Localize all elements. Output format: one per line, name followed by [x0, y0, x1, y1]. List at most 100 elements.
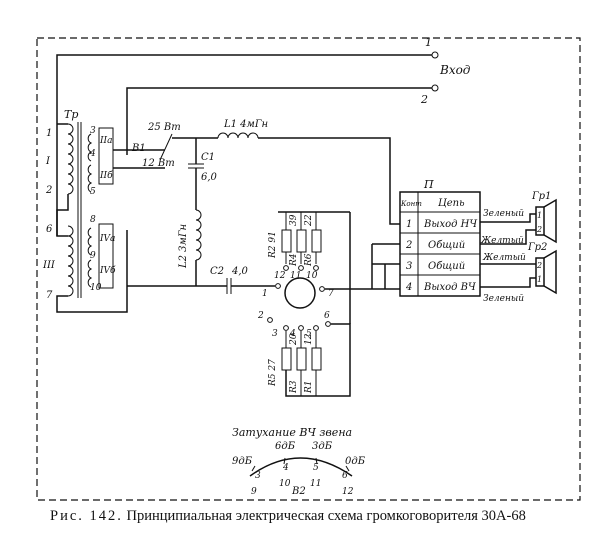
secondary-pin-4: 4	[89, 149, 96, 159]
capacitor-c2-value: 4,0	[231, 266, 249, 277]
input-terminal-2: 2	[420, 93, 428, 106]
winding-IIa: IIа	[99, 136, 112, 146]
upper-contact-10: 10	[306, 271, 318, 281]
inductor-l2: L2 3мГн	[178, 209, 202, 286]
input-terminal-1: 1	[425, 36, 432, 49]
attenuation-switch-b2: В2	[291, 486, 306, 497]
capacitor-c2-name: С2	[210, 266, 224, 277]
caption-text: Принципиальная электрическая схема громк…	[122, 508, 526, 524]
attenuation-pin-11: 11	[310, 479, 321, 489]
panel-header-contact: Конт	[400, 200, 422, 208]
attenuation-pin-4: 4	[282, 463, 289, 473]
panel-row-3-num: 3	[406, 261, 412, 272]
lower-contact-5: 5	[306, 329, 312, 339]
lower-contact-2: 2	[257, 311, 264, 321]
upper-resistor-bank: R2 91 R4 39 R6 22 12 11 10	[268, 211, 351, 287]
attenuation-pin-10: 10	[279, 479, 291, 489]
attenuation-pin-9: 9	[251, 487, 257, 497]
speaker-gr1-pin-1: 1	[537, 211, 542, 220]
speaker-gr2-label: Гр2	[527, 242, 547, 253]
attenuation-pin-5: 5	[313, 463, 319, 473]
speaker-gr1-pin-2: 2	[536, 225, 542, 234]
attenuation-3db: 3дБ	[312, 441, 333, 452]
speaker-gr1-label: Гр1	[531, 191, 551, 202]
enclosure-border	[36, 37, 581, 501]
speaker-wires: Зеленый Желтый Желтый Зеленый	[480, 209, 536, 304]
secondary-pin-8: 8	[90, 215, 96, 225]
upper-contact-12: 12	[274, 271, 286, 281]
secondary-pin-10: 10	[90, 283, 102, 293]
winding-IVb: IVб	[99, 265, 116, 276]
resistor-r6-value: 22	[304, 214, 314, 227]
inductor-l1: L1 4мГн	[172, 119, 400, 225]
speaker-gr2-pin-1: 1	[537, 275, 542, 284]
caption-lead: Рис. 142.	[50, 508, 123, 524]
transformer-primary: Тр 1 I 2 6 III 7	[42, 108, 128, 313]
primary-winding-I: I	[45, 156, 51, 167]
primary-pin-2: 2	[45, 185, 52, 196]
capacitor-c2: С2 4,0	[127, 266, 275, 294]
secondary-pin-3: 3	[90, 126, 96, 136]
panel-row-4-num: 4	[405, 282, 412, 293]
speaker-gr2: Гр2 2 1	[527, 242, 557, 295]
figure-caption: Рис. 142. Принципиальная электрическая с…	[50, 508, 590, 525]
capacitor-c1-value: 6,0	[201, 172, 218, 183]
attenuation-0db: 0дБ	[345, 456, 366, 467]
secondary-pin-9: 9	[90, 251, 96, 261]
primary-pin-7: 7	[46, 290, 53, 301]
resistor-r3-label: R3	[289, 380, 299, 394]
panel-row-3-name: Общий	[428, 261, 465, 272]
resistor-r6-label: R6	[304, 253, 314, 267]
attenuation-6db: 6дБ	[275, 441, 296, 452]
resistor-r1-label: R1	[304, 380, 314, 394]
resistor-r1-value: 12	[304, 333, 314, 345]
inductor-l2-label: L2 3мГн	[178, 224, 189, 269]
panel-row-2-num: 2	[405, 240, 412, 251]
wire-green-bottom: Зеленый	[483, 294, 524, 304]
lower-contact-4: 4	[289, 329, 296, 339]
schematic-diagram: 1 Вход 2 Тр 1 I 2 6 III 7 3 4 5 8 9 10 I…	[36, 36, 581, 501]
panel-row-4-name: Выход ВЧ	[423, 282, 476, 293]
switch-b1-25w: 25 Вт	[147, 122, 181, 133]
connector-panel: П Конт Цепь 1 Выход НЧ 2 Общий 3 Общий 4…	[399, 178, 481, 297]
wire-yellow-2: Желтый	[482, 253, 526, 263]
attenuation-scale: Затухание ВЧ звена 9дБ 6дБ 3дБ 0дБ 3 4 5…	[232, 426, 366, 497]
winding-IVa: IVа	[99, 234, 115, 244]
capacitor-c1: С1 6,0	[188, 138, 218, 210]
resistor-r4-label: R4	[289, 253, 299, 267]
attenuation-title: Затухание ВЧ звена	[232, 426, 352, 439]
inductor-l1-label: L1 4мГн	[223, 119, 268, 130]
panel-row-1-num: 1	[406, 219, 412, 230]
resistor-r5-label: R5 27	[268, 359, 278, 387]
panel-label: П	[423, 178, 434, 191]
panel-header-circuit: Цепь	[438, 198, 465, 209]
resistor-r4-value: 39	[289, 214, 299, 226]
lower-contact-3: 3	[272, 329, 278, 339]
wire-green-top: Зеленый	[483, 209, 524, 219]
panel-row-2-name: Общий	[428, 240, 465, 251]
attenuation-9db: 9дБ	[232, 456, 253, 467]
input-label: Вход	[439, 63, 471, 77]
speaker-gr1: Гр1 1 2	[531, 191, 557, 244]
speaker-gr2-pin-2: 2	[536, 261, 542, 270]
lower-contact-6: 6	[324, 311, 330, 321]
resistor-r3-value: 20	[289, 333, 299, 346]
transformer-secondary: 3 4 5 8 9 10 IIа IIб IVа IVб	[87, 126, 116, 293]
panel-wiring	[371, 243, 400, 290]
switch-b1: 25 Вт В1 12 Вт	[113, 122, 181, 169]
primary-pin-6: 6	[46, 224, 53, 235]
panel-row-1-name: Выход НЧ	[423, 219, 477, 230]
attenuation-pin-6: 6	[342, 471, 348, 481]
lower-resistor-bank: 2 3 4 5 6 R5 27 R3 20 R1 12	[257, 311, 351, 397]
primary-winding-III: III	[42, 260, 56, 271]
rotary-switch: 1 7	[262, 277, 372, 324]
attenuation-pin-3: 3	[255, 471, 261, 481]
attenuation-pin-12: 12	[342, 487, 354, 497]
capacitor-c1-name: С1	[201, 152, 215, 163]
primary-pin-1: 1	[46, 128, 52, 139]
rotor-contact-7: 7	[328, 289, 334, 299]
rotor-contact-1: 1	[262, 289, 268, 299]
secondary-pin-5: 5	[90, 187, 96, 197]
upper-contact-11: 11	[290, 271, 301, 281]
switch-b1-12w: 12 Вт	[142, 158, 175, 169]
